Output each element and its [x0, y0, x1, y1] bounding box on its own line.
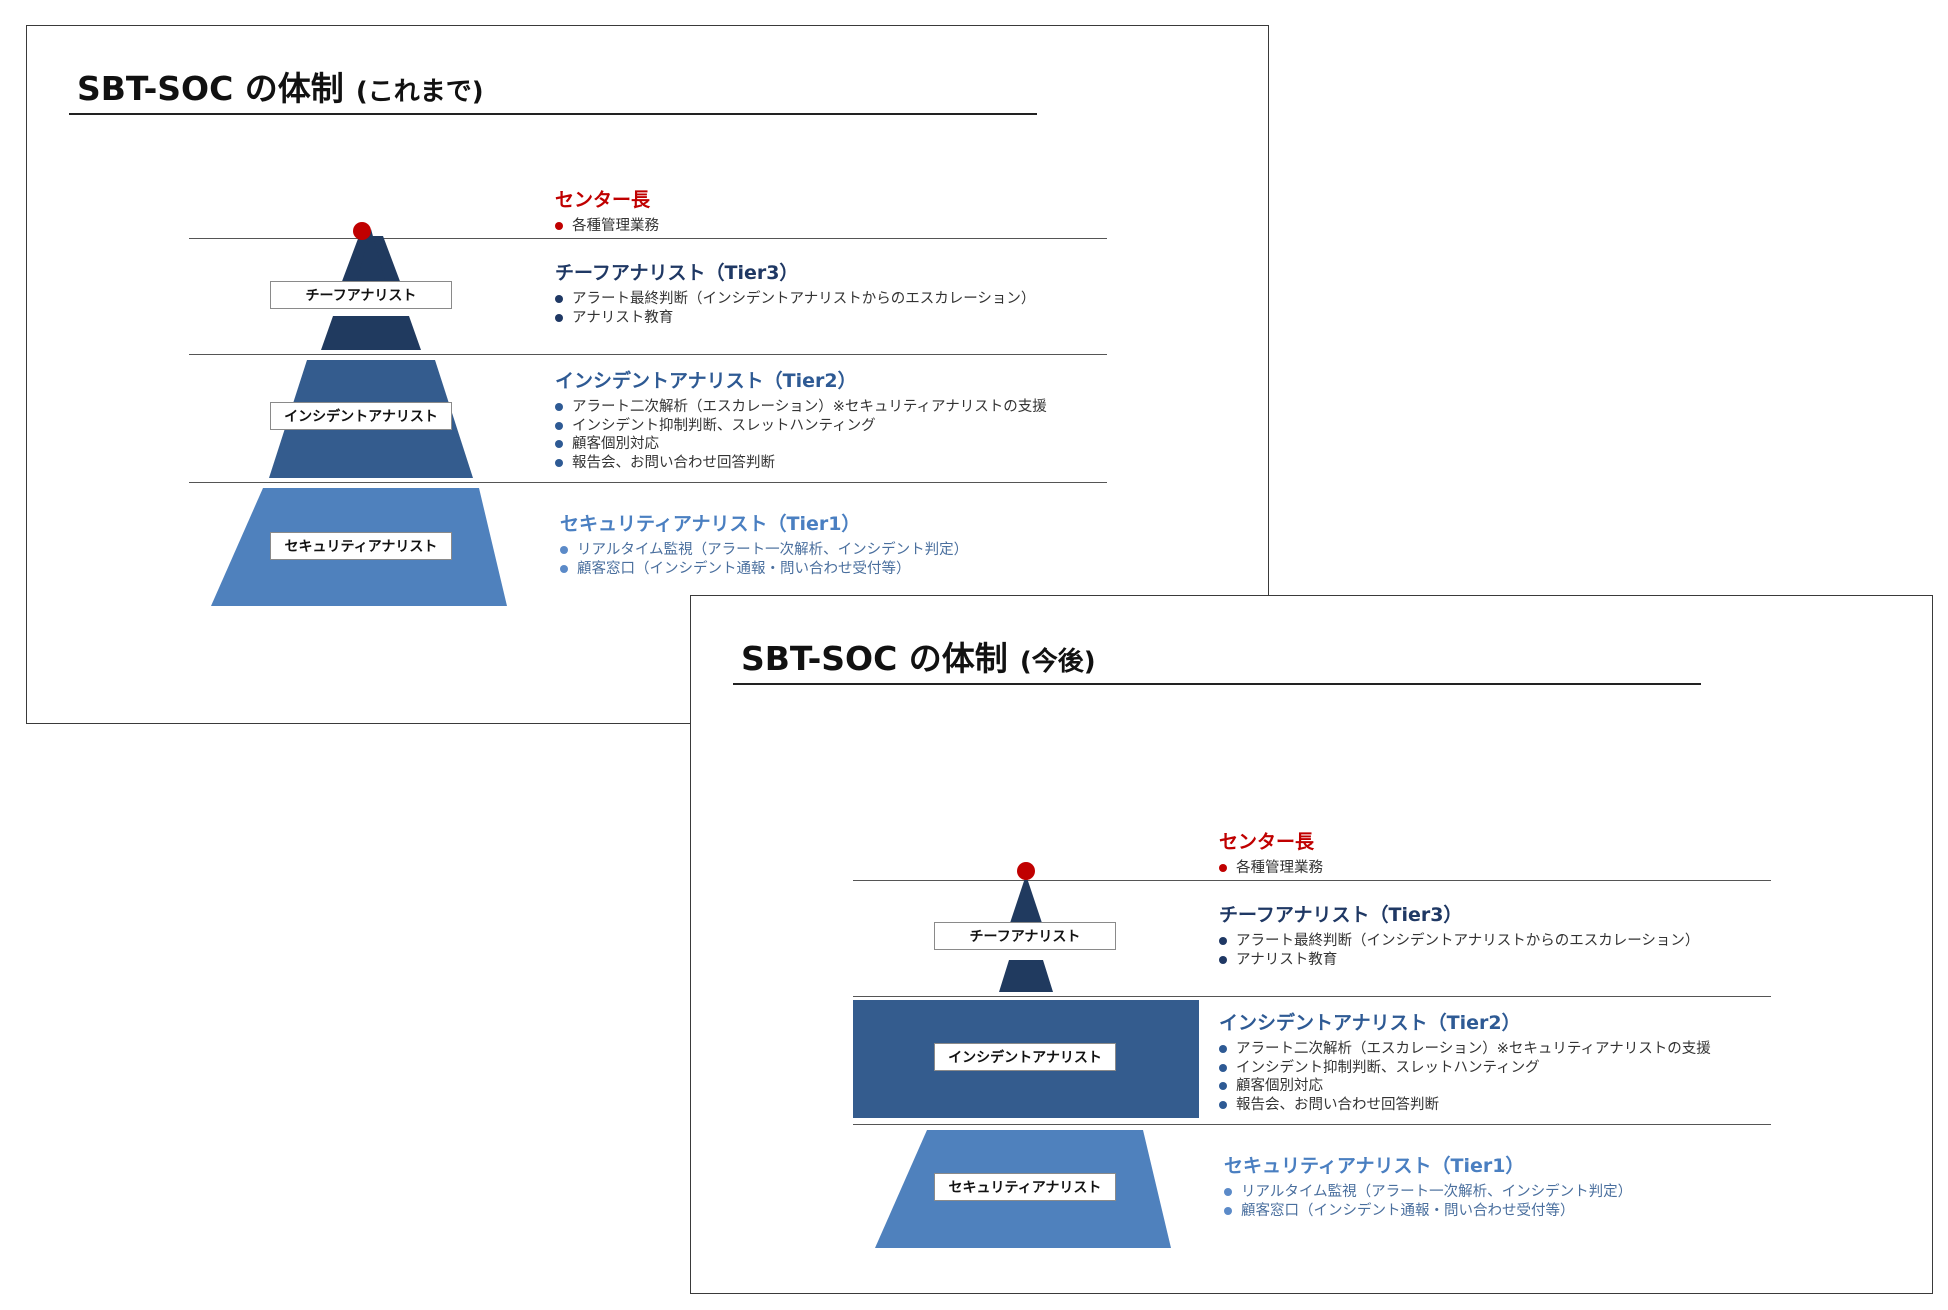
- bullet-icon: [1219, 937, 1227, 946]
- tier2-title: インシデントアナリスト（Tier2）: [555, 370, 857, 392]
- tier3-shape-base: [321, 316, 421, 350]
- tier1-block: セキュリティアナリスト（Tier1） リアルタイム監視（アラート一次解析、インシ…: [560, 509, 968, 578]
- bullet-icon: [1219, 1082, 1227, 1091]
- tier1-title: セキュリティアナリスト（Tier1）: [1224, 1155, 1525, 1177]
- tier2-title: インシデントアナリスト（Tier2）: [1219, 1012, 1521, 1034]
- list-item: アラート二次解析（エスカレーション）※セキュリティアナリストの支援: [1219, 1040, 1711, 1059]
- list-item: アナリスト教育: [555, 309, 1035, 328]
- title-underline: [69, 113, 1037, 115]
- bullet-icon: [555, 421, 563, 430]
- tier1-title: セキュリティアナリスト（Tier1）: [560, 513, 861, 535]
- bullet-icon: [1219, 1045, 1227, 1054]
- slide-title: SBT-SOC の体制 (これまで): [77, 62, 484, 110]
- list-item: インシデント抑制判断、スレットハンティング: [1219, 1059, 1711, 1078]
- slide-title: SBT-SOC の体制 (今後): [741, 632, 1096, 680]
- tier1-badge: セキュリティアナリスト: [270, 532, 452, 560]
- bullet-icon: [560, 546, 568, 555]
- list-item: インシデント抑制判断、スレットハンティング: [555, 417, 1047, 436]
- bullet-icon: [1219, 1063, 1227, 1072]
- bullet-icon: [1224, 1206, 1232, 1215]
- center-head-dot: [1017, 862, 1035, 880]
- separator-line: [189, 482, 1107, 483]
- separator-line: [853, 1124, 1771, 1125]
- list-item: アナリスト教育: [1219, 951, 1699, 970]
- list-item: リアルタイム監視（アラート一次解析、インシデント判定）: [560, 541, 968, 560]
- tier3-block: チーフアナリスト（Tier3） アラート最終判断（インシデントアナリストからのエ…: [1219, 900, 1699, 969]
- list-item: アラート二次解析（エスカレーション）※セキュリティアナリストの支援: [555, 398, 1047, 417]
- center-head-block: センター長 各種管理業務: [1219, 827, 1323, 878]
- list-item: 報告会、お問い合わせ回答判断: [1219, 1096, 1711, 1115]
- list-item: 顧客窓口（インシデント通報・問い合わせ受付等）: [1224, 1202, 1632, 1221]
- list-item: 顧客窓口（インシデント通報・問い合わせ受付等）: [560, 560, 968, 579]
- list-item: 報告会、お問い合わせ回答判断: [555, 454, 1047, 473]
- bullet-icon: [1219, 955, 1227, 964]
- separator-line: [853, 880, 1771, 881]
- tier3-shape-base: [999, 960, 1053, 992]
- slide-before: SBT-SOC の体制 (これまで) チーフアナリスト インシデントアナリスト セ…: [26, 25, 1269, 724]
- tier1-block: セキュリティアナリスト（Tier1） リアルタイム監視（アラート一次解析、インシ…: [1224, 1151, 1632, 1220]
- list-item: 顧客個別対応: [1219, 1077, 1711, 1096]
- tier2-badge: インシデントアナリスト: [934, 1043, 1116, 1071]
- bullet-icon: [555, 313, 563, 322]
- list-item: 顧客個別対応: [555, 435, 1047, 454]
- bullet-icon: [555, 295, 563, 304]
- tier3-title: チーフアナリスト（Tier3）: [1219, 904, 1463, 926]
- tier3-badge: チーフアナリスト: [270, 281, 452, 309]
- list-item: 各種管理業務: [1219, 859, 1323, 878]
- slide-after: SBT-SOC の体制 (今後) チーフアナリスト インシデントアナリスト セキュ…: [690, 595, 1933, 1294]
- tier3-block: チーフアナリスト（Tier3） アラート最終判断（インシデントアナリストからのエ…: [555, 258, 1035, 327]
- separator-line: [189, 354, 1107, 355]
- center-head-title: センター長: [1219, 831, 1315, 853]
- center-head-dot: [353, 222, 371, 240]
- tier3-badge: チーフアナリスト: [934, 922, 1116, 950]
- bullet-icon: [560, 564, 568, 573]
- bullet-icon: [1224, 1188, 1232, 1197]
- tier3-title: チーフアナリスト（Tier3）: [555, 262, 799, 284]
- tier2-block: インシデントアナリスト（Tier2） アラート二次解析（エスカレーション）※セキ…: [1219, 1008, 1711, 1114]
- tier2-badge: インシデントアナリスト: [270, 402, 452, 430]
- list-item: アラート最終判断（インシデントアナリストからのエスカレーション）: [1219, 932, 1699, 951]
- title-subtitle: (これまで): [355, 77, 484, 107]
- bullet-icon: [1219, 1100, 1227, 1109]
- title-main: SBT-SOC の体制: [741, 639, 1008, 678]
- bullet-icon: [555, 403, 563, 412]
- center-head-title: センター長: [555, 189, 651, 211]
- bullet-icon: [555, 440, 563, 449]
- bullet-icon: [1219, 864, 1227, 873]
- title-subtitle: (今後): [1019, 647, 1096, 677]
- tier1-badge: セキュリティアナリスト: [934, 1173, 1116, 1201]
- title-underline: [733, 683, 1701, 685]
- bullet-icon: [555, 458, 563, 467]
- center-head-block: センター長 各種管理業務: [555, 185, 659, 236]
- separator-line: [189, 238, 1107, 239]
- separator-line: [853, 996, 1771, 997]
- list-item: 各種管理業務: [555, 217, 659, 236]
- title-main: SBT-SOC の体制: [77, 69, 344, 108]
- list-item: アラート最終判断（インシデントアナリストからのエスカレーション）: [555, 290, 1035, 309]
- tier3-tip: [357, 229, 385, 280]
- bullet-icon: [555, 222, 563, 231]
- list-item: リアルタイム監視（アラート一次解析、インシデント判定）: [1224, 1183, 1632, 1202]
- tier2-block: インシデントアナリスト（Tier2） アラート二次解析（エスカレーション）※セキ…: [555, 366, 1047, 472]
